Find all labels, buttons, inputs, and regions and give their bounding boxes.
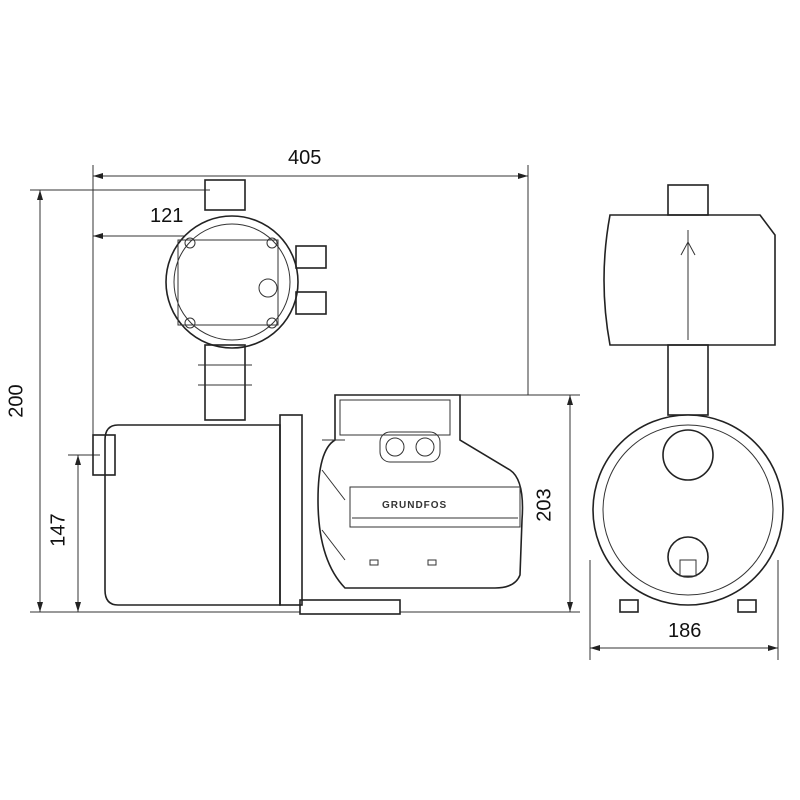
dimension-overall-height: 200 <box>5 384 28 418</box>
pump-front-view <box>592 184 784 613</box>
dimension-inlet-height: 147 <box>47 513 70 547</box>
dimension-controller-offset: 121 <box>150 205 184 227</box>
dimension-lines <box>30 165 779 660</box>
grundfos-logo: GRUNDFOS <box>382 500 448 511</box>
dimension-width: 186 <box>668 620 702 642</box>
dimension-overall-length: 405 <box>288 147 322 169</box>
dimension-outlet-height: 203 <box>533 488 556 522</box>
pump-side-view <box>92 179 524 615</box>
